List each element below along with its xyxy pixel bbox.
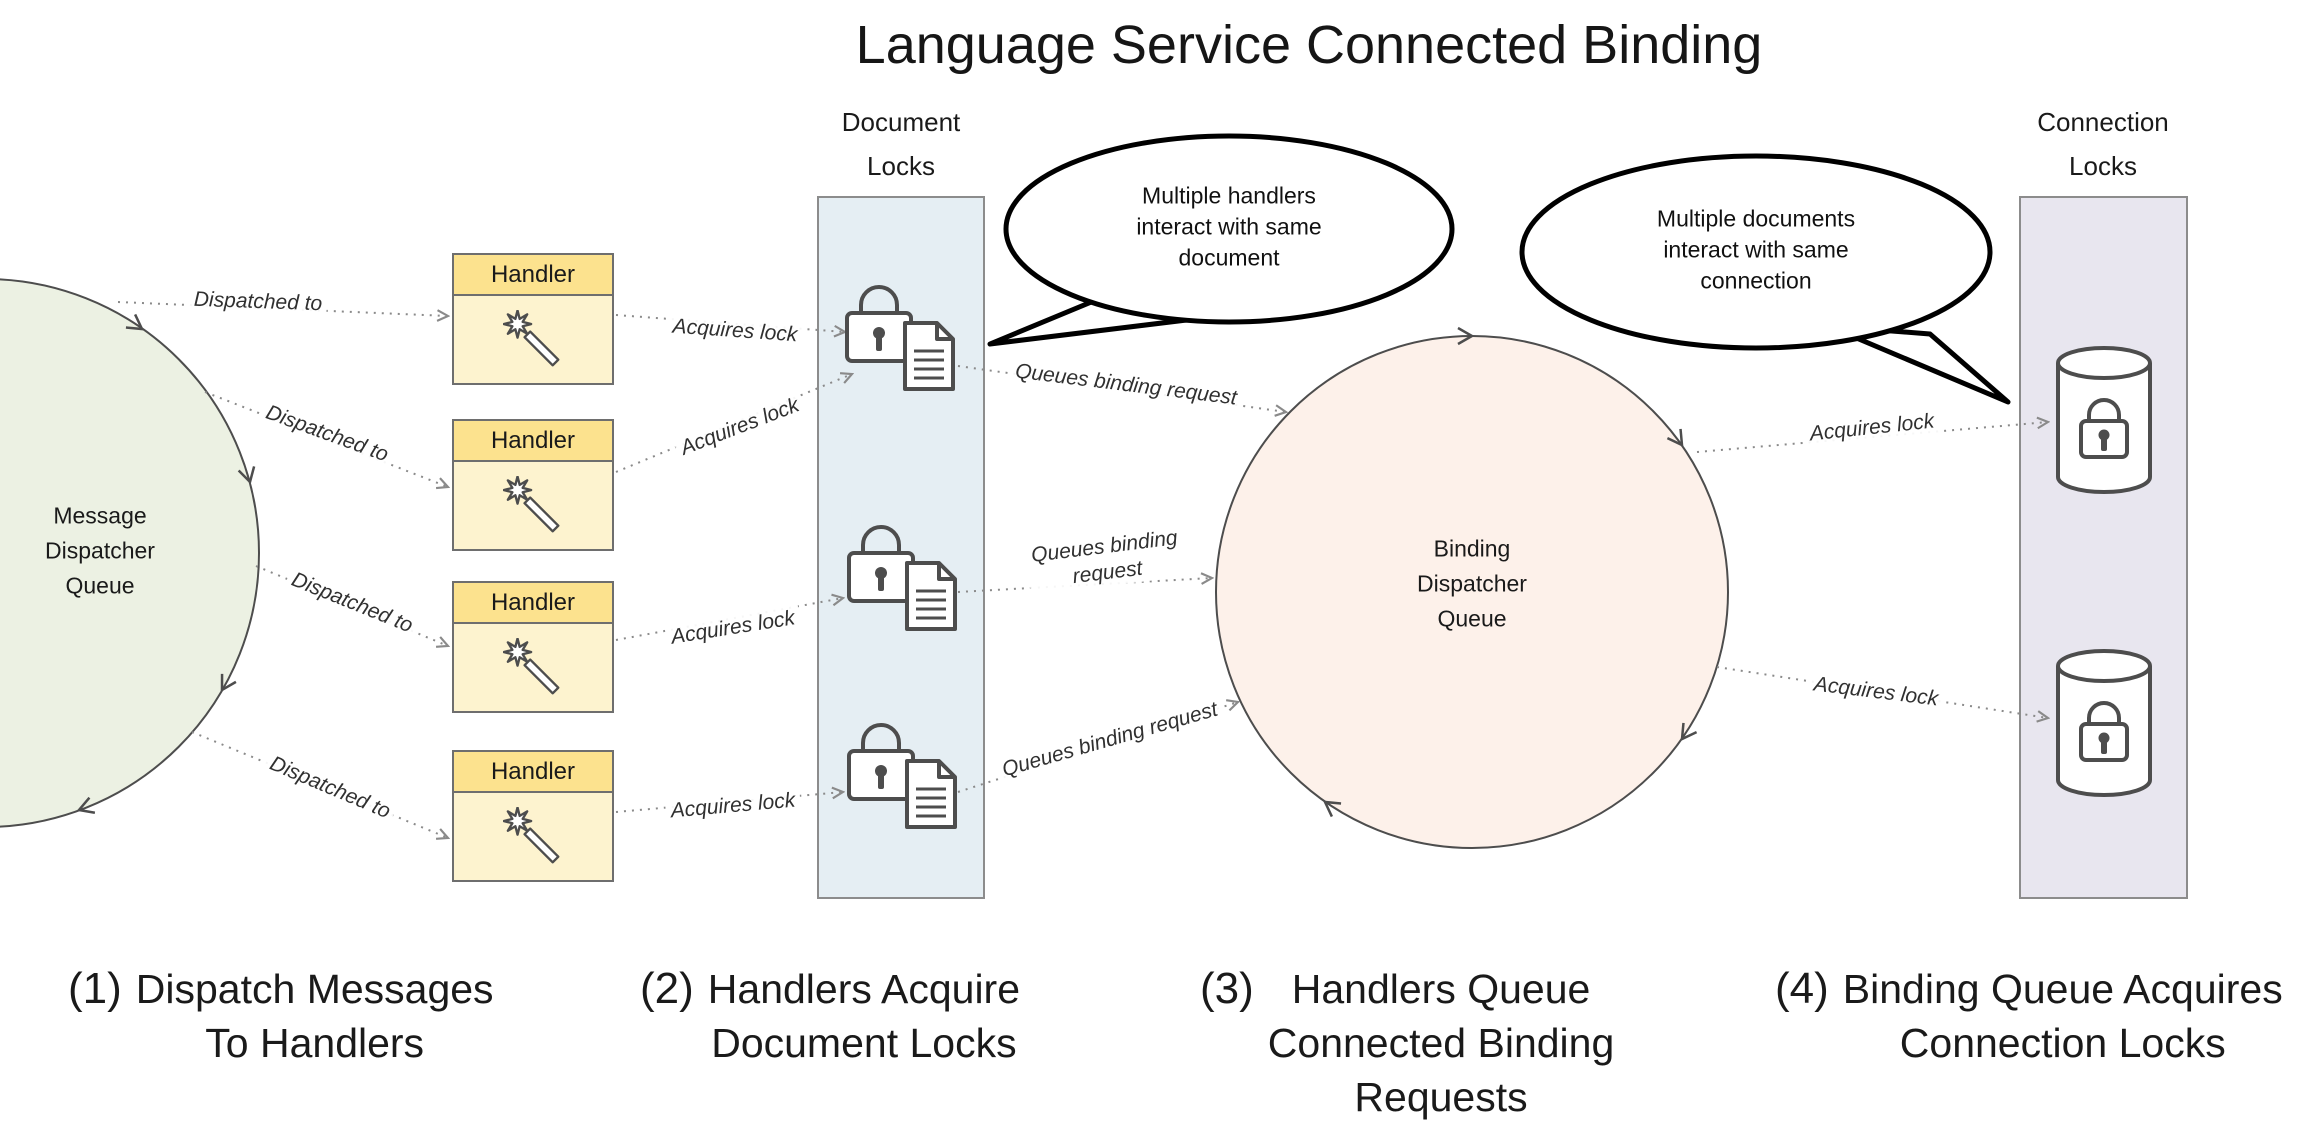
flow-chevron-icon bbox=[1322, 800, 1342, 818]
handler-body bbox=[454, 462, 612, 549]
magic-wand-icon bbox=[503, 637, 560, 694]
caption-step-2: (2) Handlers Acquire Document Locks bbox=[640, 962, 1020, 1070]
diagram-title: Language Service Connected Binding bbox=[855, 15, 1763, 75]
magic-wand-icon bbox=[503, 806, 560, 863]
handler-body bbox=[454, 624, 612, 711]
binding-dispatcher-queue-label: Binding Dispatcher Queue bbox=[1417, 535, 1527, 632]
callout-bubble-2 bbox=[1519, 153, 2011, 405]
caption-number: (4) bbox=[1775, 964, 1829, 1013]
dispatch-arrow-2 bbox=[204, 391, 448, 487]
message-dispatcher-queue-label: Message Dispatcher Queue bbox=[45, 502, 155, 599]
caption-text: Handlers Queue Connected Binding Request… bbox=[1267, 966, 1615, 1120]
flow-chevron-icon bbox=[1680, 722, 1698, 742]
connection-lock-icon-1 bbox=[2056, 346, 2152, 494]
document-locks-title: Document Locks bbox=[841, 107, 961, 181]
caption-text: Binding Queue Acquires Connection Locks bbox=[1842, 966, 2283, 1066]
handler-body bbox=[454, 296, 612, 383]
caption-number: (1) bbox=[68, 964, 122, 1013]
connection-locks-title: Connection Locks bbox=[2037, 107, 2169, 181]
callout-text-2: Multiple documents interact with same co… bbox=[1656, 205, 1856, 294]
caption-step-3: (3) Handlers Queue Connected Binding Req… bbox=[1200, 962, 1614, 1121]
caption-number: (3) bbox=[1200, 964, 1254, 1013]
magic-wand-icon bbox=[503, 475, 560, 532]
handler-body bbox=[454, 793, 612, 880]
handler-box-1: Handler bbox=[452, 253, 614, 385]
caption-step-1: (1) Dispatch Messages To Handlers bbox=[68, 962, 494, 1070]
flow-chevron-icon bbox=[125, 313, 145, 331]
callout-ellipse bbox=[1519, 153, 1993, 351]
acquire-doc-lock-arrow-3 bbox=[615, 598, 843, 641]
connection-lock-icon-2 bbox=[2056, 649, 2152, 797]
flow-chevron-icon bbox=[1457, 326, 1475, 346]
caption-step-4: (4) Binding Queue Acquires Connection Lo… bbox=[1775, 962, 2283, 1070]
flow-chevron-icon bbox=[237, 466, 256, 485]
magic-wand-icon bbox=[503, 309, 560, 366]
flow-chevron-icon bbox=[220, 673, 237, 693]
flow-chevron-icon bbox=[1666, 428, 1684, 448]
handler-label: Handler bbox=[454, 255, 612, 296]
handler-label: Handler bbox=[454, 583, 612, 624]
caption-text: Handlers Acquire Document Locks bbox=[707, 966, 1021, 1066]
handler-box-3: Handler bbox=[452, 581, 614, 713]
callout-ellipse bbox=[1003, 133, 1455, 325]
handler-box-2: Handler bbox=[452, 419, 614, 551]
flow-chevron-icon bbox=[76, 796, 96, 814]
callout-bubble-1 bbox=[987, 133, 1455, 347]
message-dispatcher-queue-circle bbox=[0, 278, 260, 828]
queue-flow-chevrons bbox=[76, 313, 1698, 818]
handler-box-4: Handler bbox=[452, 750, 614, 882]
edge-label-dispatched-to-1: Dispatched to bbox=[188, 286, 328, 318]
handler-label: Handler bbox=[454, 752, 612, 793]
caption-number: (2) bbox=[640, 964, 694, 1013]
caption-text: Dispatch Messages To Handlers bbox=[135, 966, 494, 1066]
handler-label: Handler bbox=[454, 421, 612, 462]
callout-text-1: Multiple handlers interact with same doc… bbox=[1136, 182, 1322, 271]
